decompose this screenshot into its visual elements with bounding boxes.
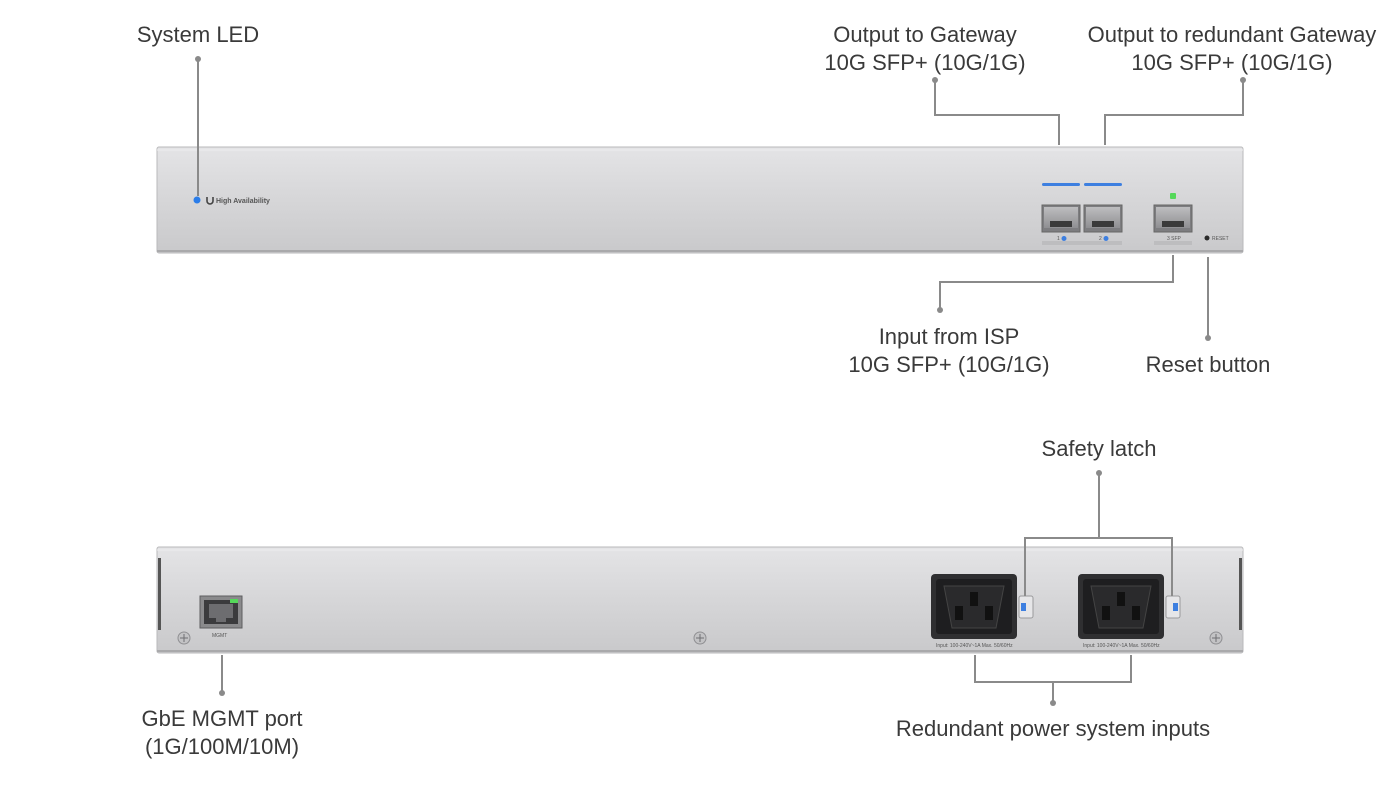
sfp-port-3[interactable] <box>1153 204 1193 245</box>
brand-text: High Availability <box>216 198 270 205</box>
sfp-port-2-link-icon <box>1103 236 1109 241</box>
port2-activity-bar <box>1084 183 1122 186</box>
front-panel: High Availability 1 2 3 SFP <box>156 146 1244 254</box>
mgmt-port-label: MGMT <box>212 633 227 639</box>
label-safety-latch: Safety latch <box>1042 436 1157 461</box>
label-output-redundant-line1: Output to redundant Gateway <box>1088 22 1377 47</box>
callout-labels: System LED Output to Gateway 10G SFP+ (1… <box>137 22 1376 759</box>
mgmt-port[interactable] <box>199 595 243 629</box>
sfp-port-3-label: 3 SFP <box>1167 236 1182 242</box>
label-redundant-power: Redundant power system inputs <box>896 716 1210 741</box>
power-inlet-1[interactable] <box>931 574 1017 639</box>
label-system-led: System LED <box>137 22 259 47</box>
sfp-port-1-link-icon <box>1061 236 1067 241</box>
label-reset-button: Reset button <box>1146 352 1271 377</box>
power-spec-1: Input: 100-240V~1A Max. 50/60Hz <box>936 643 1013 649</box>
label-mgmt-port-line2: (1G/100M/10M) <box>145 734 299 759</box>
port3-status-led <box>1170 193 1176 199</box>
power-inlet-2[interactable] <box>1078 574 1164 639</box>
screw-icon <box>177 631 191 645</box>
sfp-port-1-label: 1 <box>1057 236 1060 242</box>
mgmt-link-led <box>230 599 238 603</box>
port1-activity-bar <box>1042 183 1080 186</box>
safety-latch-2[interactable] <box>1165 595 1181 619</box>
label-output-gateway-line1: Output to Gateway <box>833 22 1016 47</box>
screw-icon <box>693 631 707 645</box>
label-output-redundant-line2: 10G SFP+ (10G/1G) <box>1131 50 1332 75</box>
sfp-port-2-label: 2 <box>1099 236 1102 242</box>
safety-latch-1[interactable] <box>1018 595 1034 619</box>
system-led <box>193 196 201 204</box>
power-spec-2: Input: 100-240V~1A Max. 50/60Hz <box>1083 643 1160 649</box>
rear-panel: MGMT Input: 100-240V~1A Max. 50/60Hz Inp… <box>156 546 1244 654</box>
label-input-isp-line2: 10G SFP+ (10G/1G) <box>848 352 1049 377</box>
reset-label: RESET <box>1212 236 1229 242</box>
reset-button[interactable] <box>1204 235 1210 241</box>
label-input-isp-line1: Input from ISP <box>879 324 1020 349</box>
sfp-port-2[interactable] <box>1083 204 1123 233</box>
screw-icon <box>1209 631 1223 645</box>
label-output-gateway-line2: 10G SFP+ (10G/1G) <box>824 50 1025 75</box>
label-mgmt-port-line1: GbE MGMT port <box>142 706 303 731</box>
sfp-port-1[interactable] <box>1041 204 1122 245</box>
leader-lines <box>195 56 1246 706</box>
ubiquiti-logo-icon <box>206 197 214 205</box>
